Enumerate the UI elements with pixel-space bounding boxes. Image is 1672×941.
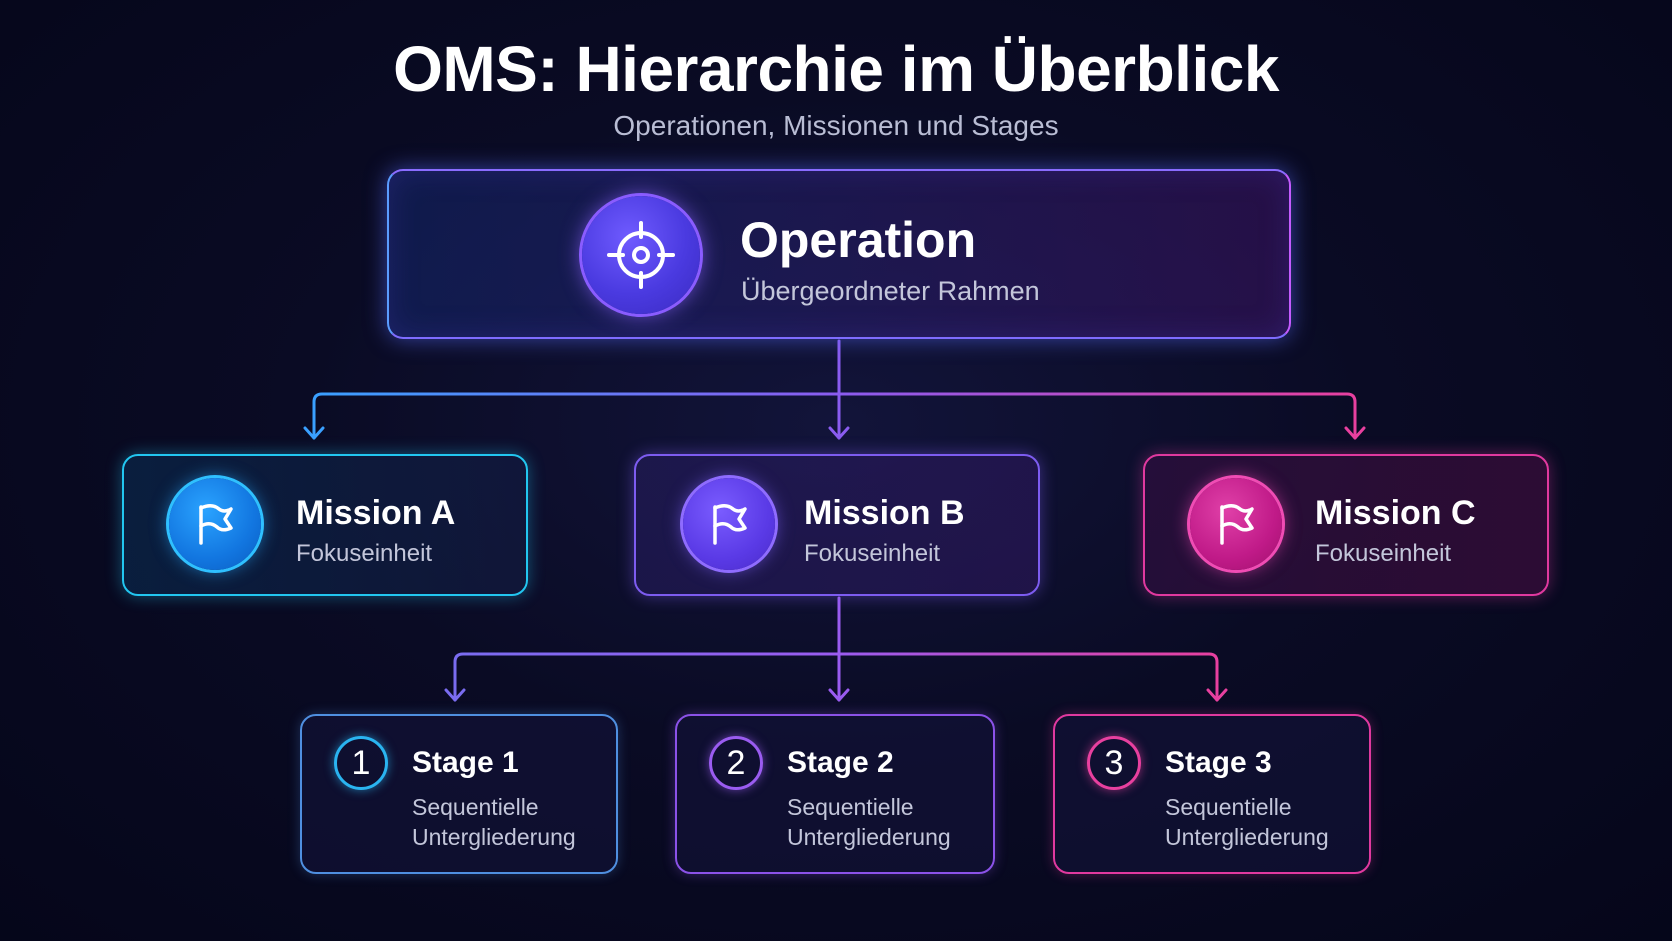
stage-card-1[interactable]: 1 Stage 1 Sequentielle Untergliederung: [300, 714, 618, 874]
crosshair-icon: [607, 221, 675, 289]
stage-3-subtitle: Sequentielle Untergliederung: [1165, 794, 1329, 850]
stage-1-title: Stage 1: [412, 746, 519, 779]
stage-2-subtitle: Sequentielle Untergliederung: [787, 794, 951, 850]
stage-card-3[interactable]: 3 Stage 3 Sequentielle Untergliederung: [1053, 714, 1371, 874]
operation-card[interactable]: Operation Übergeordneter Rahmen: [387, 169, 1291, 339]
stage-2-title: Stage 2: [787, 746, 894, 779]
stage-2-number-badge: 2: [709, 736, 763, 790]
stage-3-number-badge: 3: [1087, 736, 1141, 790]
stage-1-subtitle: Sequentielle Untergliederung: [412, 794, 576, 850]
mission-c-icon-badge: [1190, 478, 1282, 570]
page-title: OMS: Hierarchie im Überblick: [393, 33, 1279, 105]
stage-card-2[interactable]: 2 Stage 2 Sequentielle Untergliederung: [675, 714, 995, 874]
operation-connector: [303, 339, 1366, 440]
flag-icon: [199, 504, 233, 545]
flag-icon: [1220, 504, 1254, 545]
stage-1-number-badge: 1: [334, 736, 388, 790]
operation-subtitle: Übergeordneter Rahmen: [741, 276, 1040, 306]
mission-card-a[interactable]: Mission A Fokuseinheit: [122, 454, 528, 596]
mission-b-subtitle: Fokuseinheit: [804, 540, 941, 567]
mission-a-title: Mission A: [296, 494, 456, 532]
mission-b-icon-badge: [683, 478, 775, 570]
stage-3-title: Stage 3: [1165, 746, 1272, 779]
mission-b-title: Mission B: [804, 494, 965, 532]
flag-icon: [713, 504, 747, 545]
mission-a-icon-badge: [169, 478, 261, 570]
operation-title: Operation: [740, 212, 977, 268]
mission-c-title: Mission C: [1315, 494, 1476, 532]
operation-icon-badge: [582, 196, 700, 314]
page-subtitle: Operationen, Missionen und Stages: [613, 110, 1059, 141]
mission-card-b[interactable]: Mission B Fokuseinheit: [634, 454, 1040, 596]
mission-b-connector: [444, 596, 1228, 702]
mission-c-subtitle: Fokuseinheit: [1315, 540, 1452, 567]
mission-card-c[interactable]: Mission C Fokuseinheit: [1143, 454, 1549, 596]
mission-a-subtitle: Fokuseinheit: [296, 540, 433, 567]
